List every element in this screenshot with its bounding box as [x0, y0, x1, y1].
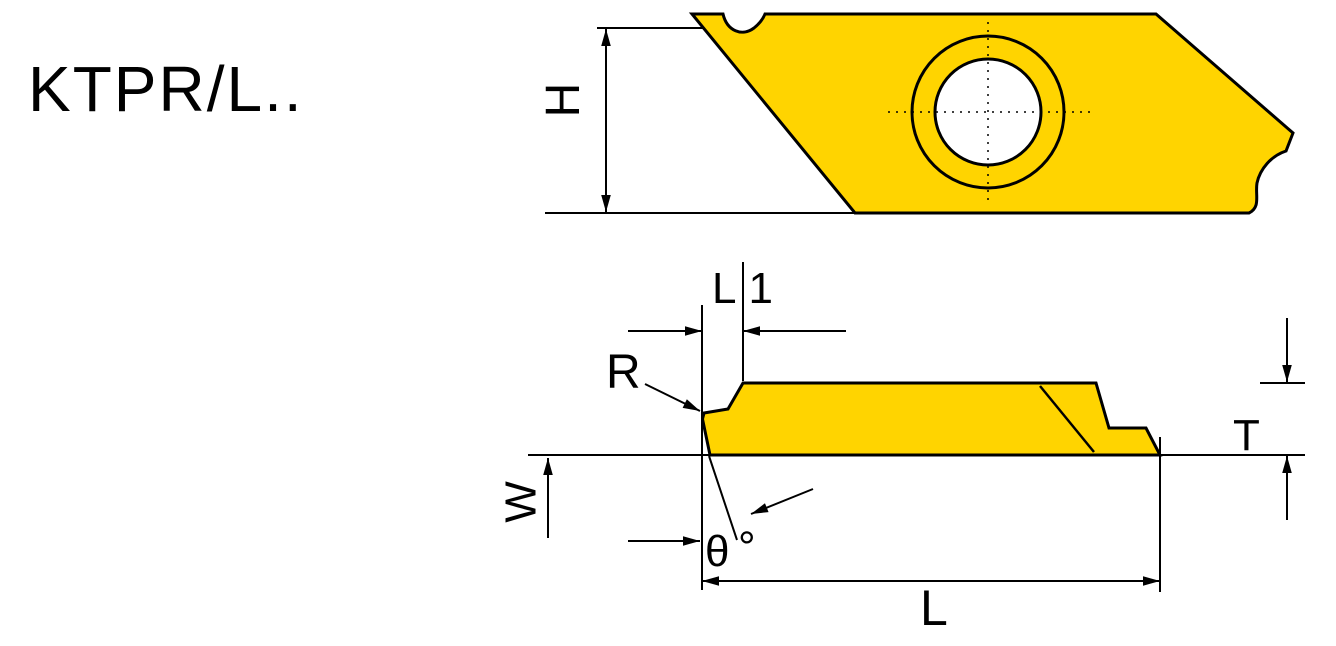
t-dimension-label: T	[1233, 411, 1260, 460]
clamp-face-edge	[1039, 385, 1095, 453]
theta-angle-label: θ	[705, 527, 729, 576]
top-view: H	[537, 12, 1295, 215]
angle-leader-arrow	[750, 488, 814, 515]
l-dimension-label: L	[920, 580, 948, 636]
insert-side-view	[700, 381, 1163, 457]
page-title: KTPR/L..	[28, 53, 304, 125]
h-dimension-label: H	[537, 83, 590, 118]
l1-dimension-label: L1	[712, 264, 785, 313]
degree-symbol: °	[738, 523, 756, 572]
front-edge-extension	[708, 455, 738, 541]
r-leader-arrow	[644, 383, 701, 412]
r-dimension-label: R	[606, 346, 641, 399]
w-dimension-label: W	[496, 481, 545, 523]
side-view: L1 R T W θ ° L	[496, 262, 1305, 636]
